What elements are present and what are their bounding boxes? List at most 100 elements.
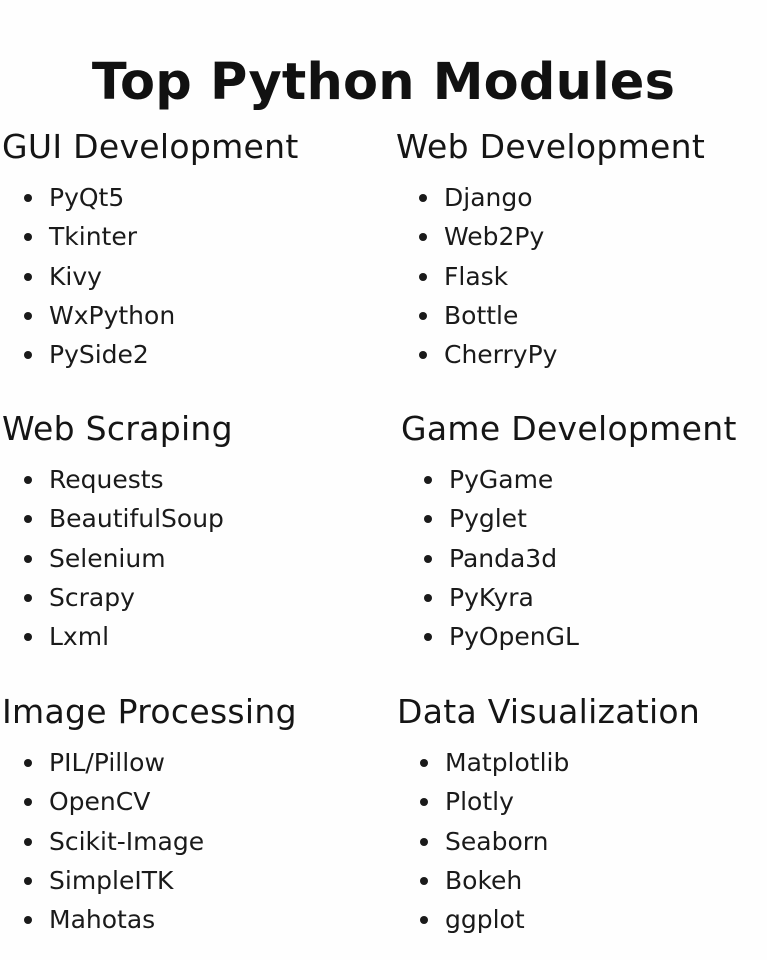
bullet-icon — [424, 554, 432, 563]
bullet-icon — [24, 515, 32, 524]
section-web-development: Web Development Django Web2Py Flask Bott… — [396, 127, 705, 374]
section-heading: Image Processing — [2, 692, 297, 731]
list-item: SimpleITK — [2, 861, 297, 900]
bullet-icon — [424, 593, 432, 602]
section-gui-development: GUI Development PyQt5 Tkinter Kivy WxPyt… — [2, 127, 299, 374]
bullet-icon — [24, 194, 32, 202]
list-item: CherryPy — [396, 335, 705, 374]
list-item: Tkinter — [2, 217, 299, 256]
bullet-icon — [424, 476, 432, 484]
bullet-icon — [420, 837, 428, 846]
list-item: Kivy — [2, 257, 299, 296]
module-list: Django Web2Py Flask Bottle CherryPy — [396, 178, 705, 374]
module-list: PyQt5 Tkinter Kivy WxPython PySide2 — [2, 178, 299, 374]
list-item: Lxml — [2, 617, 233, 656]
list-item: ggplot — [397, 900, 700, 939]
section-heading: Web Development — [396, 127, 706, 166]
bullet-icon — [24, 876, 32, 885]
module-name: Bokeh — [445, 865, 523, 895]
bullet-icon — [24, 554, 32, 563]
bullet-icon — [24, 476, 32, 484]
list-item: BeautifulSoup — [2, 499, 233, 538]
bullet-icon — [419, 233, 427, 242]
module-name: CherryPy — [444, 340, 558, 370]
module-name: Mahotas — [49, 905, 156, 935]
section-heading: Web Scraping — [2, 409, 233, 448]
list-item: Pyglet — [401, 499, 737, 538]
module-list: Requests BeautifulSoup Selenium Scrapy L… — [2, 460, 233, 656]
list-item: Requests — [2, 460, 233, 499]
module-name: Panda3d — [449, 543, 558, 573]
section-heading: GUI Development — [2, 127, 299, 166]
module-name: OpenCV — [49, 787, 151, 817]
page-title: Top Python Modules — [91, 53, 676, 113]
module-name: WxPython — [49, 300, 176, 330]
module-name: Matplotlib — [445, 748, 570, 777]
list-item: Scrapy — [2, 578, 233, 617]
list-item: Django — [396, 178, 705, 217]
module-list: Matplotlib Plotly Seaborn Bokeh ggplot — [397, 743, 700, 939]
module-name: Plotly — [445, 787, 514, 817]
bullet-icon — [24, 798, 32, 807]
module-list: PIL/Pillow OpenCV Scikit-Image SimpleITK… — [2, 743, 297, 939]
module-name: PyQt5 — [49, 183, 125, 212]
module-name: ggplot — [445, 905, 525, 935]
bullet-icon — [24, 837, 32, 846]
bullet-icon — [424, 515, 432, 524]
bullet-icon — [24, 593, 32, 602]
list-item: Matplotlib — [397, 743, 700, 782]
module-name: Lxml — [49, 622, 110, 652]
bullet-icon — [24, 233, 32, 242]
list-item: OpenCV — [2, 782, 297, 821]
bullet-icon — [24, 633, 32, 642]
module-name: Tkinter — [49, 222, 138, 252]
list-item: WxPython — [2, 296, 299, 335]
list-item: Plotly — [397, 782, 700, 821]
module-name: SimpleITK — [49, 865, 174, 895]
module-name: Scrapy — [49, 582, 135, 612]
module-name: Django — [444, 183, 533, 212]
bullet-icon — [419, 272, 427, 281]
module-name: Web2Py — [444, 222, 545, 252]
list-item: PyGame — [401, 460, 737, 499]
list-item: PyKyra — [401, 578, 737, 617]
module-name: Seaborn — [445, 826, 549, 856]
module-name: PySide2 — [49, 340, 149, 370]
list-item: Seaborn — [397, 822, 700, 861]
module-name: Pyglet — [449, 504, 527, 534]
module-name: Selenium — [49, 543, 166, 573]
module-name: Flask — [444, 261, 509, 291]
list-item: Bottle — [396, 296, 705, 335]
list-item: Selenium — [2, 539, 233, 578]
module-name: PyKyra — [449, 582, 534, 612]
module-name: PyOpenGL — [449, 622, 579, 652]
list-item: Scikit-Image — [2, 822, 297, 861]
module-name: Bottle — [444, 300, 519, 330]
list-item: Web2Py — [396, 217, 705, 256]
list-item: Bokeh — [397, 861, 700, 900]
list-item: PyQt5 — [2, 178, 299, 217]
bullet-icon — [420, 916, 428, 925]
module-name: PyGame — [449, 465, 554, 494]
module-name: Scikit-Image — [49, 826, 205, 856]
list-item: PySide2 — [2, 335, 299, 374]
list-item: Panda3d — [401, 539, 737, 578]
bullet-icon — [24, 311, 32, 320]
bullet-icon — [24, 916, 32, 925]
section-data-visualization: Data Visualization Matplotlib Plotly Sea… — [397, 692, 700, 939]
list-item: Flask — [396, 257, 705, 296]
bullet-icon — [24, 759, 32, 767]
section-image-processing: Image Processing PIL/Pillow OpenCV Sciki… — [2, 692, 297, 939]
bullet-icon — [24, 351, 32, 360]
bullet-icon — [420, 759, 428, 767]
module-name: Requests — [49, 465, 164, 494]
section-web-scraping: Web Scraping Requests BeautifulSoup Sele… — [2, 409, 233, 656]
module-name: PIL/Pillow — [49, 748, 165, 777]
bullet-icon — [419, 311, 427, 320]
bullet-icon — [24, 272, 32, 281]
module-name: Kivy — [49, 261, 102, 291]
list-item: PIL/Pillow — [2, 743, 297, 782]
bullet-icon — [420, 798, 428, 807]
module-list: PyGame Pyglet Panda3d PyKyra PyOpenGL — [401, 460, 737, 656]
